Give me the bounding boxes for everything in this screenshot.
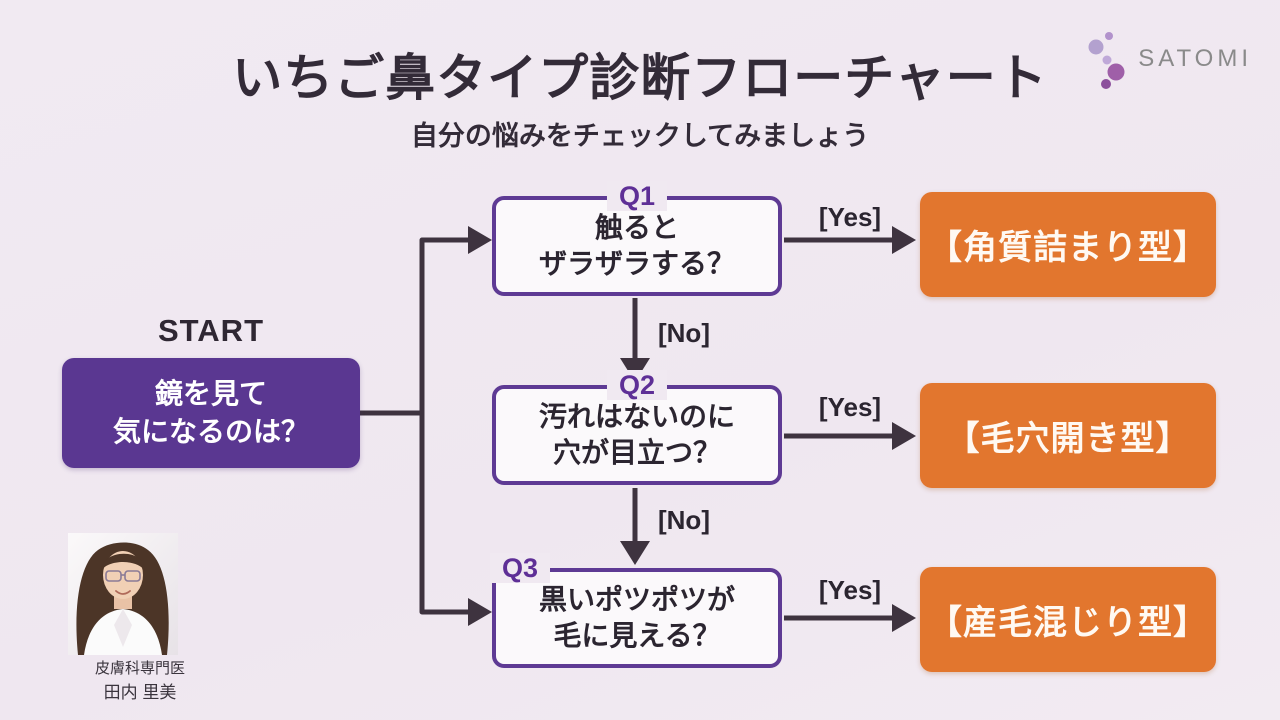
start-node: 鏡を見て 気になるのは？ <box>62 358 360 468</box>
result-node-ubuge: 【産毛混じり型】 <box>920 567 1216 672</box>
q3-line1: 黒いポツポツが <box>538 584 735 615</box>
brand-logo: SATOMI <box>1076 28 1252 90</box>
q3-line2: 毛に見える？ <box>553 620 721 651</box>
start-node-line1: 鏡を見て <box>154 378 267 409</box>
result-node-keana: 【毛穴開き型】 <box>920 383 1216 488</box>
logo-dots-icon <box>1088 32 1125 89</box>
q1-line2: ザラザラする？ <box>538 248 735 279</box>
result-node-kakushitsu: 【角質詰まり型】 <box>920 192 1216 297</box>
start-node-line2: 気になるのは？ <box>112 416 309 447</box>
page-subtitle: 自分の悩みをチェックしてみましょう <box>410 121 870 151</box>
arrowhead-to-q3 <box>468 598 492 626</box>
q2-line2: 穴が目立つ？ <box>552 437 721 468</box>
q1-line1: 触ると <box>594 212 679 243</box>
question-node-q3: Q3 黒いポツポツが 毛に見える？ <box>490 553 782 668</box>
no-label-1: [No] <box>658 318 710 348</box>
start-label: START <box>157 313 265 348</box>
q2-badge: Q2 <box>606 370 668 400</box>
logo-text: SATOMI <box>1138 45 1252 72</box>
q2-line1: 汚れはないのに <box>538 401 735 432</box>
no-label-2: [No] <box>658 505 710 535</box>
doctor-title: 皮膚科専門医 <box>94 660 185 677</box>
q3-badge: Q3 <box>490 553 551 583</box>
question-node-q2: Q2 汚れはないのに 穴が目立つ？ <box>492 370 782 485</box>
arrowhead-yes-3 <box>892 604 916 632</box>
arrowhead-no-2 <box>620 541 650 565</box>
arrowhead-to-q1 <box>468 226 492 254</box>
arrowhead-yes-2 <box>892 422 916 450</box>
question-node-q1: Q1 触ると ザラザラする？ <box>492 181 782 296</box>
yes-label-2: [Yes] <box>818 392 882 422</box>
doctor-name: 田内 里美 <box>103 683 177 702</box>
result-1-label: 【角質詰まり型】 <box>928 229 1208 267</box>
result-2-label: 【毛穴開き型】 <box>945 420 1191 458</box>
yes-label-3: [Yes] <box>818 575 882 605</box>
doctor-photo <box>68 533 178 655</box>
result-3-label: 【産毛混じり型】 <box>928 604 1208 642</box>
page-title: いちご鼻タイプ診断フローチャート <box>232 50 1048 106</box>
yes-label-1: [Yes] <box>818 202 882 232</box>
q1-badge: Q1 <box>606 181 668 211</box>
